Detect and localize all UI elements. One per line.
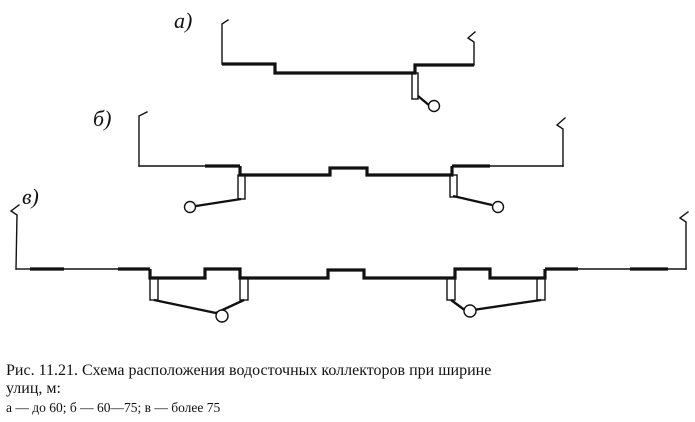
caption-subtitle: улиц, м: (6, 380, 61, 397)
scheme-b-left-edge (138, 111, 148, 167)
figure-caption: Рис. 11.21. Схема расположения водосточн… (6, 362, 686, 417)
scheme-v-left-collector (215, 309, 229, 323)
street-cross-section-diagram: а) б) в) (9, 8, 689, 323)
scheme-b-right-inlet (449, 174, 458, 198)
scheme-v-right-collector (463, 304, 477, 318)
caption-legend: а — до 60; б — 60—75; в — более 75 (6, 400, 221, 415)
scheme-b: б) (93, 106, 566, 214)
scheme-b-right-pipe (452, 194, 493, 207)
scheme-a: а) (174, 8, 476, 113)
scheme-b-left-inlet (237, 174, 246, 200)
scheme-v: в) (9, 184, 689, 323)
scheme-a-street-profile (222, 62, 474, 75)
scheme-v-left-pipes (153, 298, 245, 315)
scheme-b-right-edge (555, 117, 566, 167)
scheme-b-left-pipe (195, 197, 242, 208)
scheme-v-right-edge (678, 211, 689, 270)
scheme-v-inlet-3 (446, 277, 456, 301)
scheme-a-collector (427, 99, 441, 113)
scheme-v-inlet-4 (536, 277, 546, 301)
scheme-v-inlet-2 (239, 277, 249, 301)
scheme-b-label: б) (93, 106, 111, 131)
scheme-b-street-profile (238, 166, 454, 177)
scheme-v-label: в) (22, 184, 39, 209)
caption-title: Рис. 11.21. Схема расположения водосточн… (6, 362, 492, 379)
scheme-v-inlet-1 (149, 277, 159, 301)
scheme-a-label: а) (174, 8, 192, 33)
scheme-b-left-collector (183, 200, 197, 214)
scheme-a-pipe (417, 95, 431, 107)
scheme-v-left-edge (9, 204, 20, 270)
scheme-a-inlet (411, 72, 419, 100)
scheme-a-right-edge (466, 31, 476, 66)
scheme-a-left-edge (221, 19, 229, 65)
scheme-v-street-profile (148, 267, 547, 280)
scheme-b-right-collector (491, 200, 505, 214)
